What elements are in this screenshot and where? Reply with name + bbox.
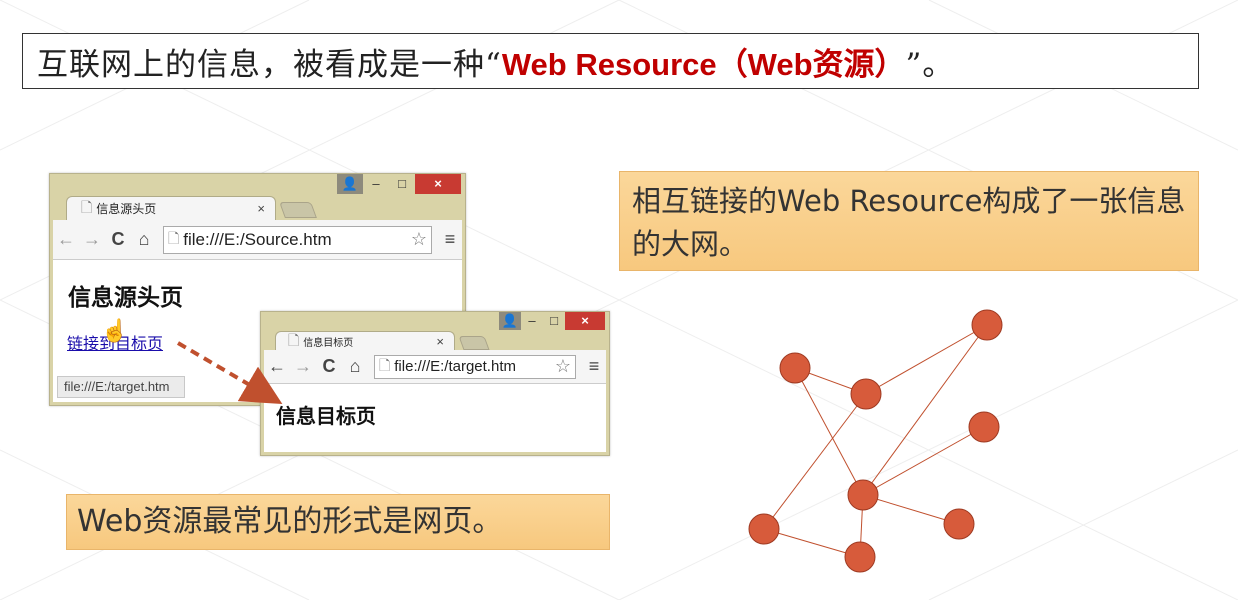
new-tab-button[interactable] <box>279 202 317 218</box>
tab-title: 信息目标页 <box>303 338 354 349</box>
network-node <box>943 508 975 540</box>
network-edge <box>862 426 985 496</box>
back-icon[interactable]: ← <box>57 229 75 249</box>
home-icon[interactable]: ⌂ <box>349 356 361 376</box>
network-node <box>844 541 876 573</box>
user-icon[interactable]: 👤 <box>337 174 363 194</box>
page-icon: 🗋 <box>379 356 391 373</box>
network-node <box>971 309 1003 341</box>
link-to-target[interactable]: 链接到目标页 <box>67 334 164 353</box>
address-bar[interactable]: 🗋 file:///E:/Source.htm ☆ <box>163 225 432 254</box>
status-bar: file:///E:/target.htm <box>57 376 185 398</box>
target-browser-window: 👤 – □ × 🗋 信息目标页 × ← → C ⌂ 🗋 file:///E:/t… <box>260 311 610 456</box>
address-bar[interactable]: 🗋 file:///E:/target.htm ☆ <box>374 354 576 379</box>
close-window-icon[interactable]: × <box>565 312 605 330</box>
window-controls: 👤 – □ × <box>337 174 461 196</box>
page-heading: 信息目标页 <box>276 404 376 428</box>
network-node <box>847 479 879 511</box>
tab-source[interactable]: 🗋 信息源头页 × <box>66 196 276 220</box>
home-icon[interactable]: ⌂ <box>138 229 150 249</box>
slide-title-highlight: Web Resource（Web资源） <box>501 46 906 82</box>
tab-close-icon[interactable]: × <box>257 201 265 216</box>
network-edge <box>763 528 861 558</box>
reload-icon[interactable]: C <box>111 229 125 249</box>
slide-title-suffix: ”。 <box>905 46 955 83</box>
maximize-icon[interactable]: □ <box>550 313 558 328</box>
page-icon: 🗋 <box>81 198 93 215</box>
menu-icon[interactable]: ≡ <box>444 229 456 249</box>
network-node <box>968 411 1000 443</box>
tab-target[interactable]: 🗋 信息目标页 × <box>275 331 455 351</box>
reload-icon[interactable]: C <box>322 356 336 376</box>
maximize-icon[interactable]: □ <box>398 176 406 191</box>
forward-icon[interactable]: → <box>294 356 312 376</box>
page-content: 信息目标页 <box>264 384 606 452</box>
tab-close-icon[interactable]: × <box>436 334 444 349</box>
bookmark-star-icon[interactable]: ☆ <box>554 356 571 376</box>
hand-cursor-icon: ☝ <box>101 318 129 343</box>
back-icon[interactable]: ← <box>268 356 286 376</box>
slide-title-prefix: 互联网上的信息，被看成是一种“ <box>37 46 502 83</box>
network-caption: 相互链接的Web Resource构成了一张信息的大网。 <box>619 171 1199 271</box>
bookmark-star-icon[interactable]: ☆ <box>410 229 427 249</box>
page-icon: 🗋 <box>288 331 300 348</box>
network-node <box>779 352 811 384</box>
network-node <box>850 378 882 410</box>
close-window-icon[interactable]: × <box>415 174 461 194</box>
network-edge <box>865 324 988 395</box>
minimize-icon[interactable]: – <box>372 176 380 191</box>
page-icon: 🗋 <box>168 229 180 246</box>
address-url: file:///E:/Source.htm <box>183 229 332 249</box>
network-edge <box>763 393 867 530</box>
new-tab-button[interactable] <box>458 336 490 350</box>
address-url: file:///E:/target.htm <box>394 358 516 375</box>
browser-toolbar: ← → C ⌂ 🗋 file:///E:/target.htm ☆ ≡ <box>264 350 606 384</box>
network-node <box>748 513 780 545</box>
window-controls: 👤 – □ × <box>499 312 605 330</box>
tab-title: 信息源头页 <box>96 202 157 216</box>
page-heading: 信息源头页 <box>68 284 183 311</box>
slide-title: 互联网上的信息，被看成是一种“Web Resource（Web资源）”。 <box>22 33 1199 89</box>
network-edge <box>794 367 864 496</box>
user-icon[interactable]: 👤 <box>499 312 521 330</box>
minimize-icon[interactable]: – <box>528 313 536 328</box>
network-edge <box>862 324 988 496</box>
network-edge <box>862 494 960 525</box>
menu-icon[interactable]: ≡ <box>588 356 600 376</box>
forward-icon[interactable]: → <box>83 229 101 249</box>
webpage-caption: Web资源最常见的形式是网页。 <box>66 494 610 550</box>
browser-toolbar: ← → C ⌂ 🗋 file:///E:/Source.htm ☆ ≡ <box>53 220 462 260</box>
